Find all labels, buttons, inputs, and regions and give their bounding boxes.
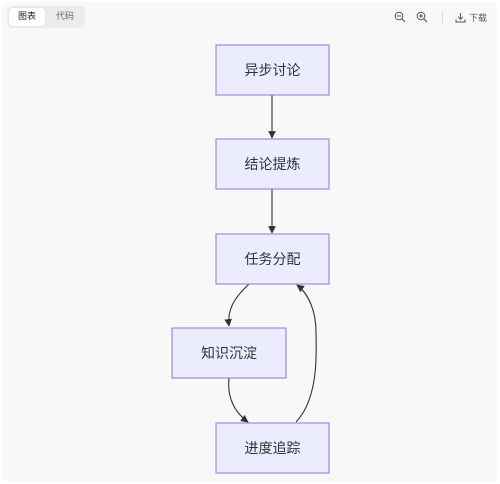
node-label: 异步讨论 bbox=[245, 63, 301, 79]
node-label: 进度追踪 bbox=[245, 441, 301, 457]
node-conclusion-extraction[interactable]: 结论提炼 bbox=[215, 138, 330, 190]
download-button[interactable]: 下载 bbox=[455, 11, 487, 24]
node-task-assignment[interactable]: 任务分配 bbox=[215, 233, 330, 285]
zoom-out-icon bbox=[394, 11, 406, 23]
node-box bbox=[171, 327, 287, 379]
node-knowledge-retention[interactable]: 知识沉淀 bbox=[171, 327, 287, 379]
node-progress-tracking[interactable]: 进度追踪 bbox=[215, 422, 330, 474]
node-box bbox=[215, 138, 330, 190]
node-box bbox=[215, 44, 330, 96]
toolbar: 图表 代码 bbox=[2, 2, 497, 32]
edge-knowledge-to-progress bbox=[228, 377, 249, 423]
node-box bbox=[215, 422, 330, 474]
zoom-in-icon bbox=[416, 11, 428, 23]
node-async-discussion[interactable]: 异步讨论 bbox=[215, 44, 330, 96]
toolbar-actions: 下载 bbox=[392, 9, 487, 25]
node-box bbox=[215, 233, 330, 285]
zoom-out-button[interactable] bbox=[392, 9, 408, 25]
zoom-in-button[interactable] bbox=[414, 9, 430, 25]
node-label: 结论提炼 bbox=[245, 157, 301, 173]
download-label: 下载 bbox=[468, 13, 487, 24]
edges bbox=[224, 95, 317, 423]
view-tabs: 图表 代码 bbox=[7, 6, 86, 28]
edge-progress-to-assignment bbox=[295, 284, 317, 423]
download-icon bbox=[455, 12, 466, 22]
edge-assignment-to-knowledge bbox=[224, 283, 250, 327]
node-label: 任务分配 bbox=[245, 252, 301, 268]
tab-code[interactable]: 代码 bbox=[56, 12, 75, 22]
node-label: 知识沉淀 bbox=[201, 345, 257, 362]
toolbar-divider bbox=[441, 11, 443, 23]
tab-diagram[interactable]: 图表 bbox=[9, 8, 46, 26]
